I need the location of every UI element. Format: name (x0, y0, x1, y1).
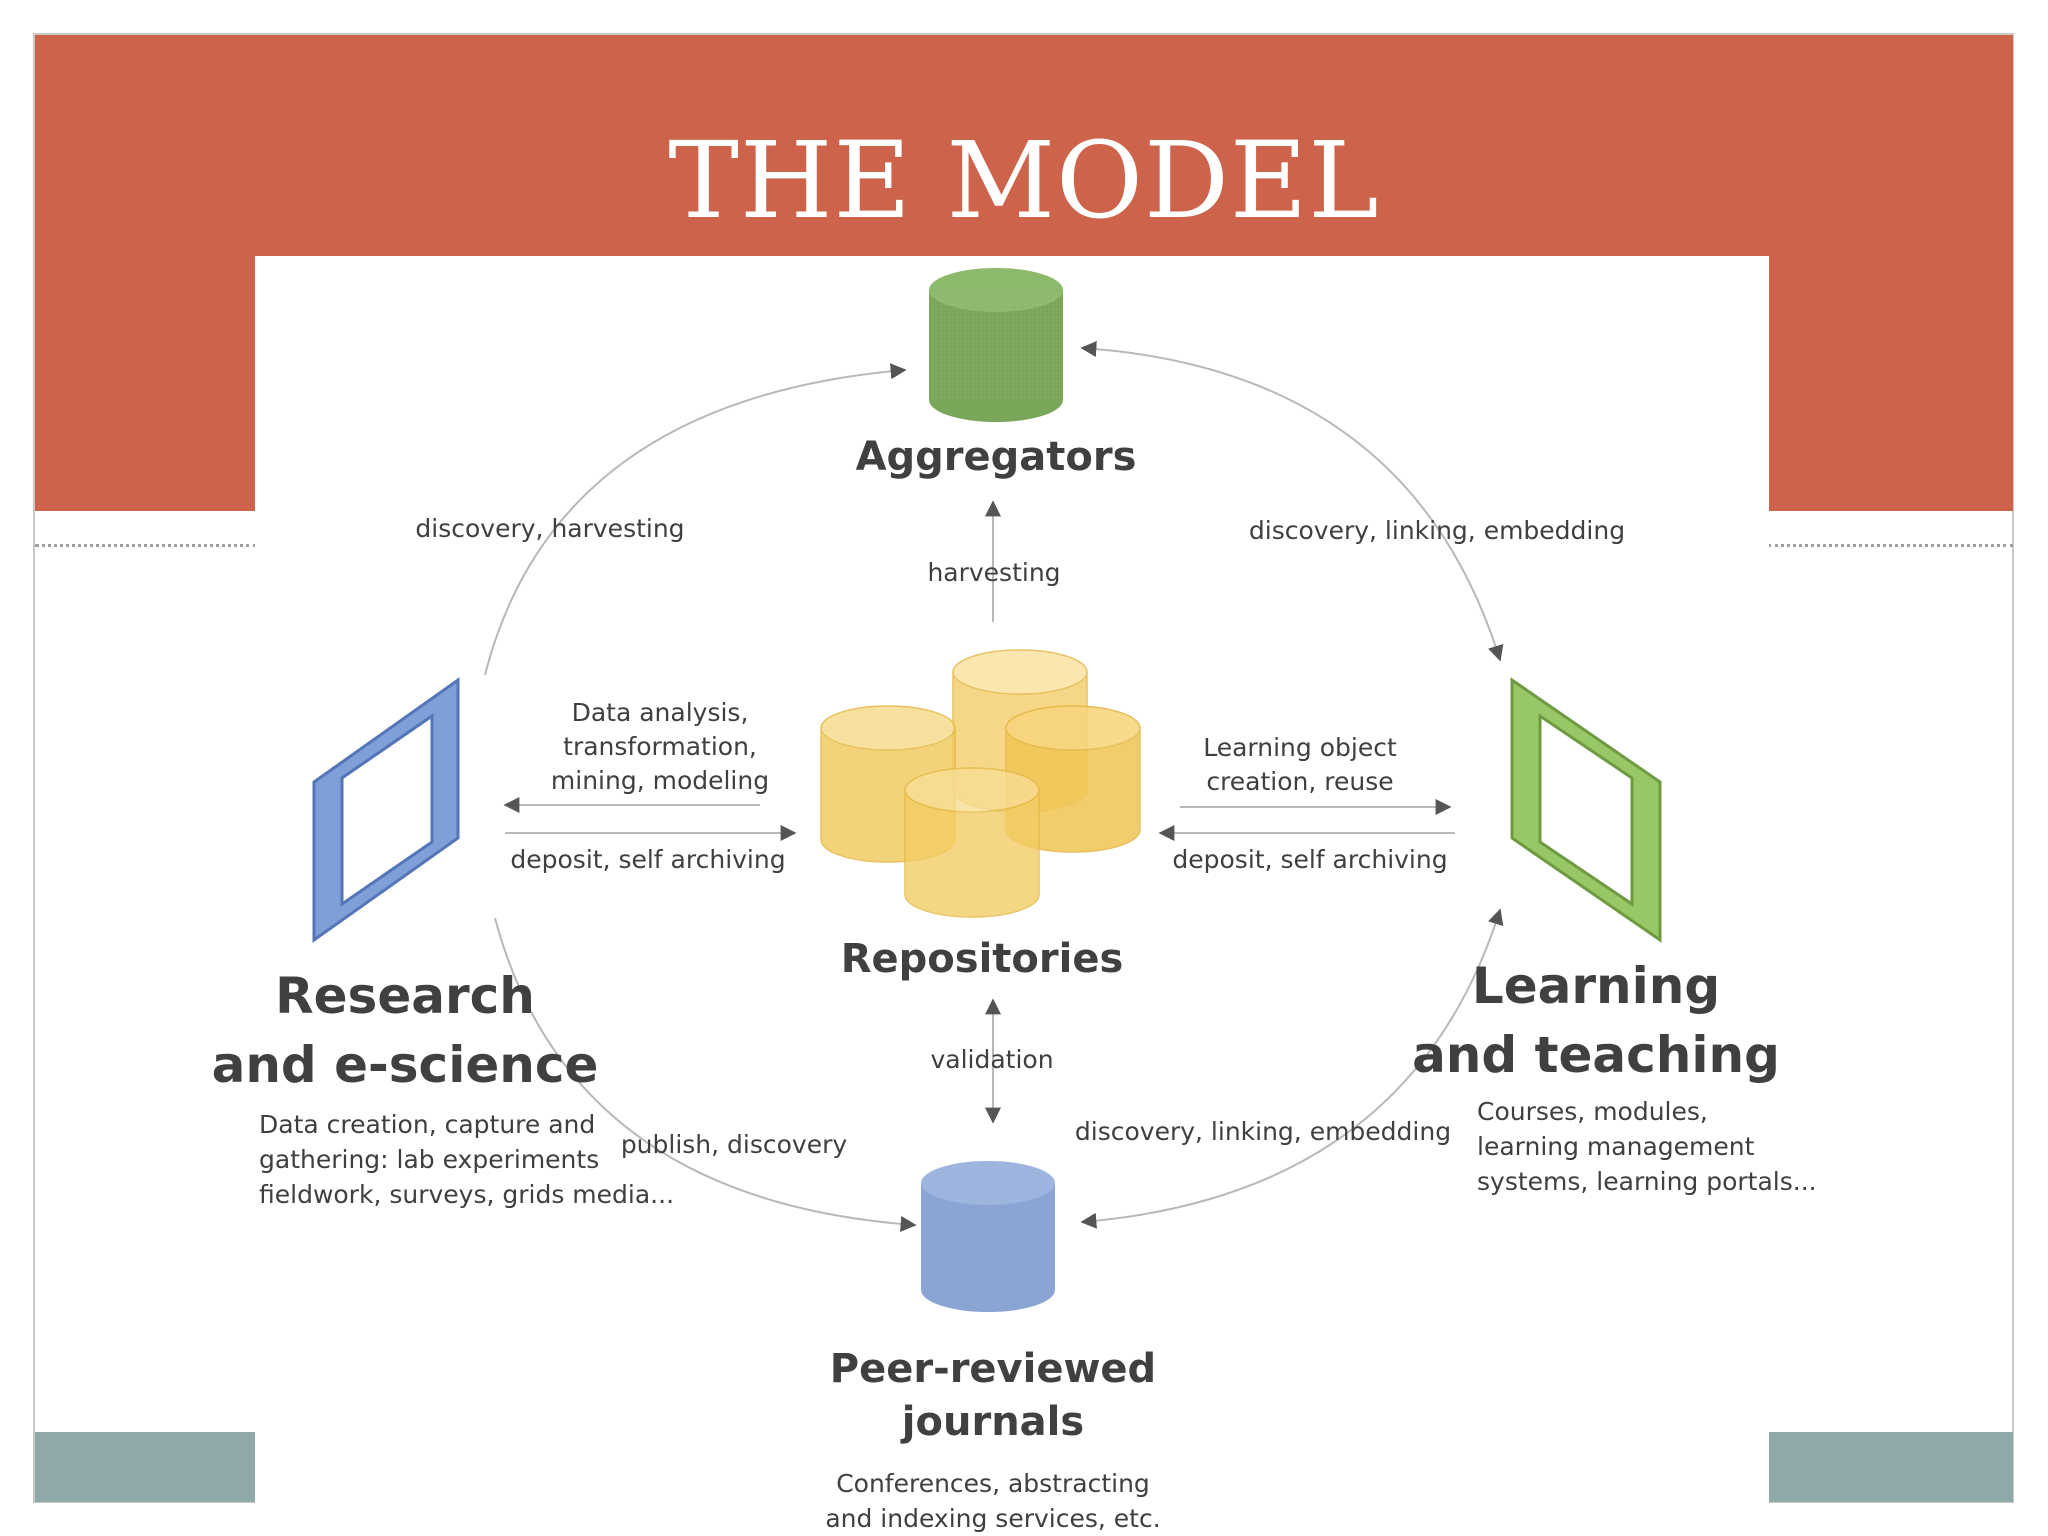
research-desc-line3: fieldwork, surveys, grids media... (259, 1180, 674, 1209)
flow-label-analysis-line3: mining, modeling (551, 766, 769, 795)
learning-desc-line3: systems, learning portals... (1477, 1167, 1817, 1196)
left-dotted-rule (35, 544, 257, 547)
aggregators-cylinder (929, 268, 1063, 422)
research-frame-icon (312, 677, 460, 943)
flow-label-harvesting: harvesting (927, 558, 1060, 587)
flow-label-research-deposit: deposit, self archiving (510, 845, 785, 874)
arc-research-to-aggregators (484, 363, 907, 676)
research-label-line2: and e-science (212, 1036, 599, 1094)
arc-learning-to-journals (1080, 908, 1504, 1229)
journals-desc-line1: Conferences, abstracting (836, 1469, 1150, 1498)
flow-label-publish-discovery: publish, discovery (621, 1130, 848, 1159)
arc-research-to-journals (494, 917, 917, 1232)
right-footer-band (1768, 1432, 2013, 1502)
flow-label-discovery-harvesting: discovery, harvesting (415, 514, 684, 543)
journals-cylinder (921, 1161, 1055, 1312)
left-footer-band (35, 1432, 257, 1502)
arc-aggregators-to-learning (1080, 340, 1504, 662)
repositories-cylinders (820, 649, 1141, 918)
right-dotted-rule (1768, 544, 2013, 547)
flow-label-validation: validation (930, 1045, 1053, 1074)
flow-arrows (484, 340, 1504, 1232)
learning-desc-line1: Courses, modules, (1477, 1097, 1708, 1126)
flow-label-analysis-line1: Data analysis, (572, 698, 749, 727)
learning-label-line2: and teaching (1412, 1026, 1780, 1084)
flow-label-discovery-linking-top: discovery, linking, embedding (1249, 516, 1625, 545)
flow-label-discovery-linking-bottom: discovery, linking, embedding (1075, 1117, 1451, 1146)
flow-label-analysis-line2: transformation, (563, 732, 757, 761)
flow-label-learning-deposit: deposit, self archiving (1172, 845, 1447, 874)
repositories-label: Repositories (841, 936, 1124, 982)
slide-title: THE MODEL (668, 119, 1380, 242)
research-desc-line1: Data creation, capture and (259, 1110, 595, 1139)
learning-label-line1: Learning (1472, 957, 1720, 1015)
journals-desc-line2: and indexing services, etc. (825, 1504, 1160, 1533)
research-label-line1: Research (275, 967, 535, 1025)
flow-label-learning-object-line1: Learning object (1203, 733, 1397, 762)
flow-label-learning-object-line2: creation, reuse (1206, 767, 1393, 796)
learning-frame-icon (1510, 677, 1662, 943)
journals-label-line1: Peer-reviewed (830, 1346, 1156, 1392)
learning-desc-line2: learning management (1477, 1132, 1755, 1161)
aggregators-label: Aggregators (856, 434, 1137, 480)
research-desc-line2: gathering: lab experiments (259, 1145, 599, 1174)
journals-label-line2: journals (900, 1399, 1084, 1445)
